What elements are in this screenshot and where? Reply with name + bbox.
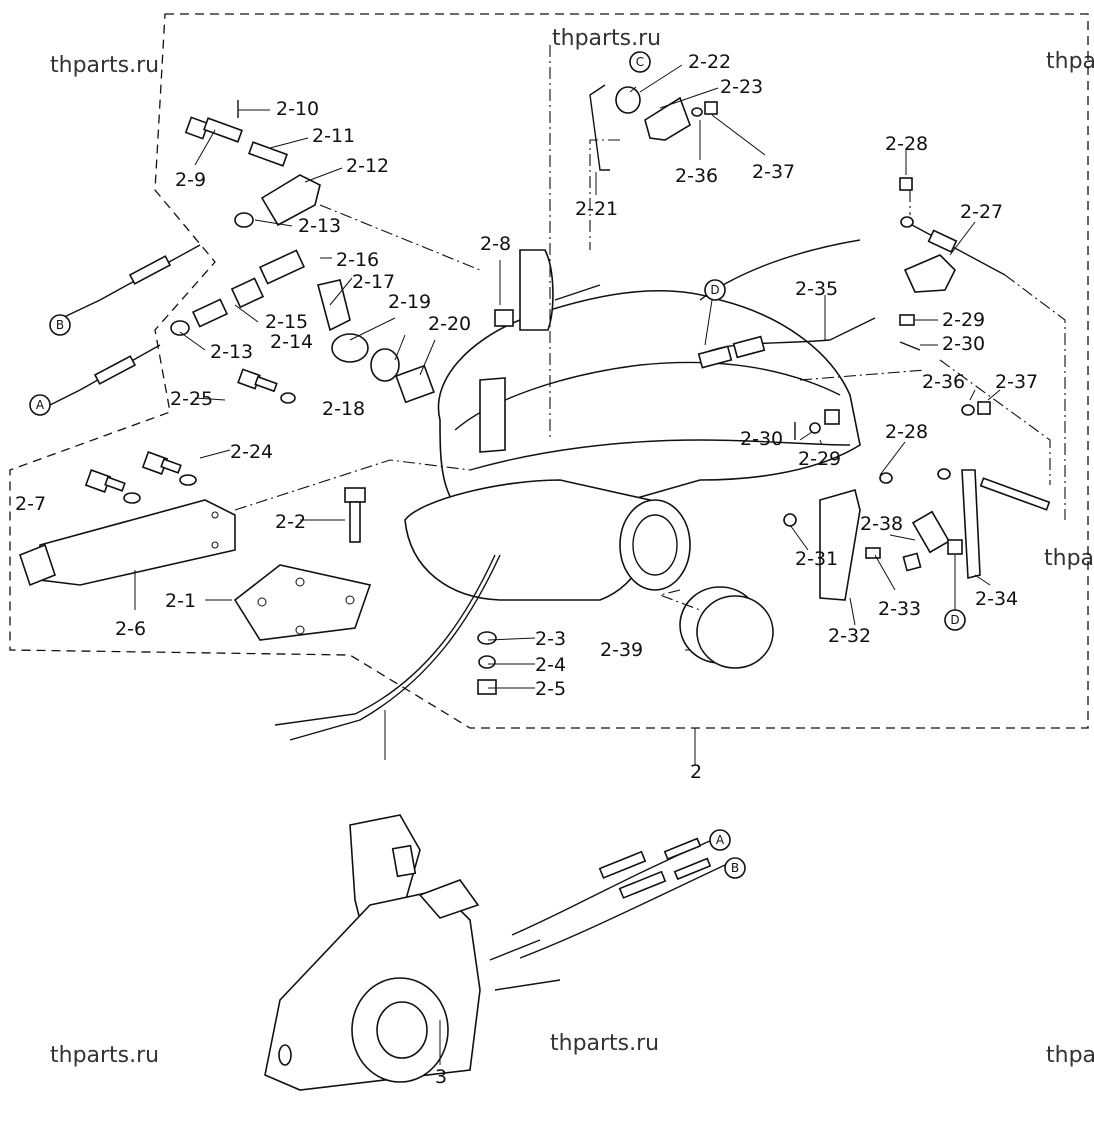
- callout-2-24: 2-24: [230, 441, 273, 463]
- callout-2-28-upper: 2-28: [885, 133, 928, 155]
- callout-2-34: 2-34: [975, 588, 1018, 610]
- bracket-plate-2-1: [233, 564, 372, 641]
- watermark-top-center: thparts.ru: [552, 26, 661, 51]
- callout-2-37-lower: 2-37: [995, 371, 1038, 393]
- bolt-2-7: [84, 469, 141, 504]
- callout-2-12: 2-12: [346, 155, 389, 177]
- callout-2-5: 2-5: [535, 678, 566, 700]
- callout-2-18: 2-18: [322, 398, 365, 420]
- svg-text:A: A: [716, 833, 725, 847]
- watermark-bottom-right: thparts.ru: [1046, 1043, 1094, 1068]
- cable-end-a: [49, 344, 161, 406]
- remote-control-housing: [404, 239, 861, 601]
- callout-2-3: 2-3: [535, 628, 566, 650]
- callout-2-22: 2-22: [688, 51, 731, 73]
- bolt-2-24: [141, 451, 197, 486]
- callout-2-11: 2-11: [312, 125, 355, 147]
- shaft-assembly-2-9-2-12: [184, 100, 321, 228]
- callout-2-21: 2-21: [575, 198, 618, 220]
- callout-2-17: 2-17: [352, 271, 395, 293]
- ref-marker-c: C: [629, 51, 651, 73]
- ref-marker-b-top: B: [49, 314, 71, 336]
- callout-2-30-lower: 2-30: [740, 428, 783, 450]
- bolt-2-25: [237, 368, 296, 404]
- callout-2-16: 2-16: [336, 249, 379, 271]
- callout-2-4: 2-4: [535, 654, 566, 676]
- leader-lines: [134, 45, 1066, 689]
- callout-2-33: 2-33: [878, 598, 921, 620]
- watermark-bottom-center: thparts.ru: [550, 1031, 659, 1056]
- callout-2-2: 2-2: [275, 511, 306, 533]
- wire-harness: [274, 554, 501, 760]
- callout-2-23: 2-23: [720, 76, 763, 98]
- throttle-parts-2-27-2-30: [899, 177, 1006, 351]
- callout-2-7: 2-7: [15, 493, 46, 515]
- watermark-bottom-left: thparts.ru: [50, 1043, 159, 1068]
- callout-2-1: 2-1: [165, 590, 196, 612]
- wire-lead-2-35: [697, 317, 876, 369]
- svg-text:B: B: [731, 861, 739, 875]
- bolt-2-2: [344, 487, 366, 543]
- linkage-parts-2-28-2-34: [783, 401, 1051, 601]
- ref-marker-d-bottom: D: [944, 609, 966, 631]
- callout-2-19: 2-19: [388, 291, 431, 313]
- callout-2-10: 2-10: [276, 98, 319, 120]
- callout-2-31: 2-31: [795, 548, 838, 570]
- callout-2-39: 2-39: [600, 639, 643, 661]
- callout-2-29-upper: 2-29: [942, 309, 985, 331]
- svg-text:C: C: [636, 55, 644, 69]
- svg-text:B: B: [56, 318, 64, 332]
- svg-text:A: A: [36, 398, 45, 412]
- watermark-top-left: thparts.ru: [50, 53, 159, 78]
- watermark-top-right: thparts.ru: [1046, 49, 1094, 74]
- callout-2-9: 2-9: [175, 169, 206, 191]
- washer-nut-2-3-2-5: [477, 631, 497, 695]
- side-bracket-2-6: [19, 499, 236, 587]
- callout-2-14: 2-14: [270, 331, 313, 353]
- callout-2-37-upper: 2-37: [752, 161, 795, 183]
- ref-marker-b-bottom: B: [724, 857, 746, 879]
- callout-2-36-lower: 2-36: [922, 371, 965, 393]
- callout-2-30-upper: 2-30: [942, 333, 985, 355]
- callout-2-36-upper: 2-36: [675, 165, 718, 187]
- ref-marker-a-top: A: [29, 394, 51, 416]
- cable-end-b: [61, 244, 201, 319]
- callout-labels: 2-10 2-11 2-12 2-9 2-13 2-16 2-17 2-15 2…: [15, 51, 1038, 1088]
- ref-marker-d-top: D: [704, 279, 726, 301]
- watermark-mid-right: thparts.ru: [1044, 546, 1094, 571]
- callout-2-29-lower: 2-29: [798, 448, 841, 470]
- callout-3: 3: [435, 1066, 447, 1088]
- callout-2-6: 2-6: [115, 618, 146, 640]
- callout-2-27: 2-27: [960, 201, 1003, 223]
- switch-parts-2-21-2-23: [589, 84, 718, 171]
- callout-2-8: 2-8: [480, 233, 511, 255]
- callout-2-15: 2-15: [265, 311, 308, 333]
- cap-2-39: [679, 586, 774, 669]
- ref-marker-a-bottom: A: [709, 829, 731, 851]
- callout-2-25: 2-25: [170, 388, 213, 410]
- svg-text:D: D: [710, 283, 719, 297]
- shift-parts-2-13-2-20: [170, 249, 514, 404]
- callout-2-13-upper: 2-13: [298, 215, 341, 237]
- callout-2-35: 2-35: [795, 278, 838, 300]
- assembly-2-boundary: [9, 13, 1089, 729]
- callout-2-28-lower: 2-28: [885, 421, 928, 443]
- callout-2-20: 2-20: [428, 313, 471, 335]
- callout-2-32: 2-32: [828, 625, 871, 647]
- callout-2-13-lower: 2-13: [210, 341, 253, 363]
- callout-2-38: 2-38: [860, 513, 903, 535]
- svg-text:D: D: [950, 613, 959, 627]
- control-box-3: [264, 814, 726, 1091]
- callout-2: 2: [690, 761, 702, 783]
